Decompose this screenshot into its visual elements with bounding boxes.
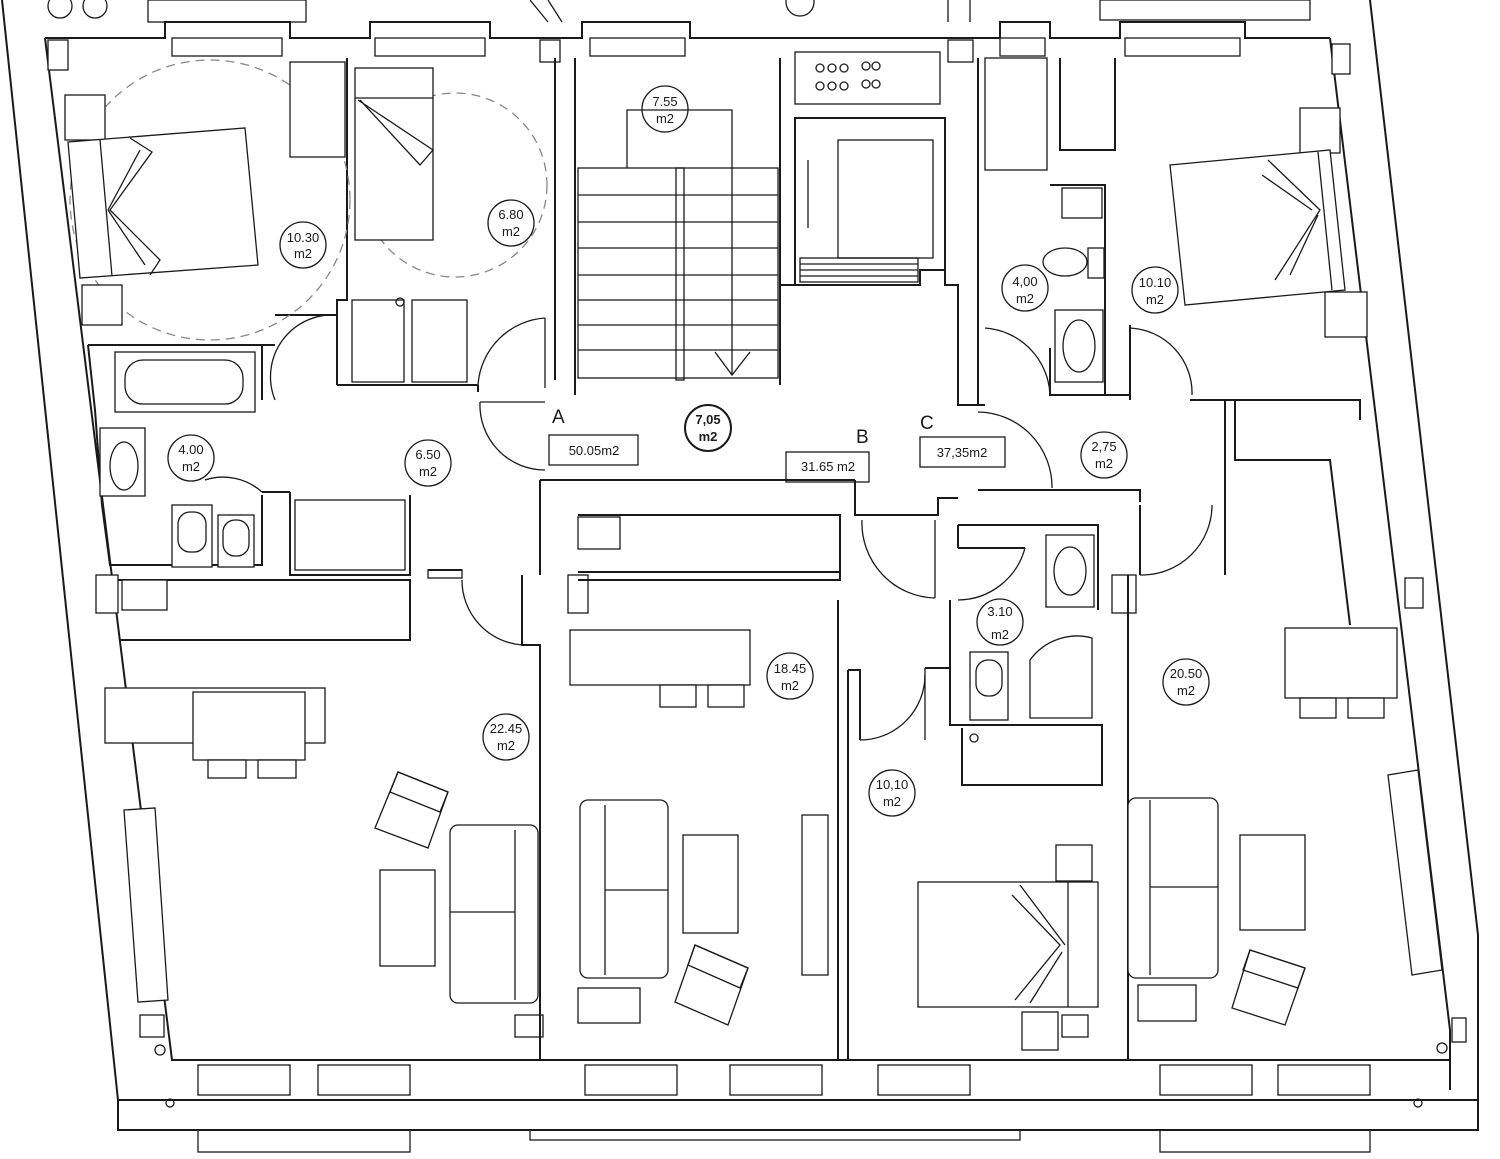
room-label: 2,75 m2 — [1080, 431, 1128, 479]
svg-text:m2: m2 — [294, 246, 312, 261]
svg-text:m2: m2 — [182, 459, 200, 474]
room-label: 4.00 m2 — [167, 434, 215, 482]
svg-text:6.80: 6.80 — [498, 207, 523, 222]
bedroom-1-furniture — [64, 59, 351, 341]
svg-text:m2: m2 — [502, 224, 520, 239]
elevator-shaft — [794, 51, 941, 283]
svg-text:7.55: 7.55 — [652, 94, 677, 109]
bedroom-2-furniture — [351, 67, 548, 383]
room-label: 10,10 m2 — [868, 769, 916, 817]
unit-c-letter: C — [920, 413, 934, 434]
svg-text:m2: m2 — [1016, 291, 1034, 306]
svg-text:m2: m2 — [1095, 456, 1113, 471]
living-b-furniture — [577, 516, 829, 1026]
svg-text:m2: m2 — [497, 738, 515, 753]
bedroom-3-furniture — [1169, 107, 1368, 338]
room-label: 7.55 m2 — [641, 85, 689, 133]
svg-text:2,75: 2,75 — [1091, 439, 1116, 454]
unit-a-letter: A — [552, 407, 565, 428]
svg-text:m2: m2 — [781, 678, 799, 693]
svg-text:3.10: 3.10 — [987, 604, 1012, 619]
svg-text:10.30: 10.30 — [287, 230, 320, 245]
room-label: 3.10 m2 — [976, 598, 1024, 646]
svg-text:6.50: 6.50 — [415, 447, 440, 462]
svg-text:m2: m2 — [699, 429, 718, 444]
room-label: 6.50 m2 — [404, 439, 452, 487]
unit-c-area: 37,35m2 — [937, 445, 988, 460]
svg-text:m2: m2 — [883, 794, 901, 809]
svg-text:m2: m2 — [991, 627, 1009, 642]
room-label: 10.10 m2 — [1131, 266, 1179, 314]
svg-text:10.10: 10.10 — [1139, 275, 1172, 290]
windows — [171, 37, 1371, 1096]
living-c-furniture — [1127, 627, 1443, 1026]
svg-text:4,00: 4,00 — [1012, 274, 1037, 289]
bathroom-a-fixtures — [99, 351, 256, 568]
svg-text:20.50: 20.50 — [1170, 666, 1203, 681]
unit-b-letter: B — [856, 427, 869, 448]
room-area-labels: 10.30 m2 6.80 m2 7.55 m2 4,00 m2 10.10 m… — [167, 85, 1210, 817]
svg-text:m2: m2 — [656, 111, 674, 126]
staircase — [577, 109, 779, 381]
room-label: 4,00 m2 — [1001, 264, 1049, 312]
room-label: 10.30 m2 — [279, 221, 327, 269]
svg-text:7,05: 7,05 — [695, 412, 720, 427]
room-label: 18.45 m2 — [766, 652, 814, 700]
columns — [47, 39, 1467, 1108]
svg-text:4.00: 4.00 — [178, 442, 203, 457]
unit-a-area: 50.05m2 — [569, 443, 620, 458]
svg-text:m2: m2 — [419, 464, 437, 479]
room-label: 20.50 m2 — [1162, 658, 1210, 706]
room-label: 6.80 m2 — [487, 199, 535, 247]
unit-labels: A 50.05m2 B 31.65 m2 C 37,35m2 — [548, 407, 1006, 483]
svg-text:m2: m2 — [1146, 292, 1164, 307]
room-label: 7,05 m2 — [684, 404, 732, 452]
svg-text:m2: m2 — [1177, 683, 1195, 698]
unit-b-area: 31.65 m2 — [801, 459, 855, 474]
bathroom-b-fixtures — [969, 534, 1095, 743]
svg-text:18.45: 18.45 — [774, 661, 807, 676]
living-a-furniture — [104, 579, 539, 1004]
svg-text:22.45: 22.45 — [490, 721, 523, 736]
bedroom-4-furniture — [917, 844, 1099, 1051]
svg-text:10,10: 10,10 — [876, 777, 909, 792]
doors — [204, 314, 1213, 741]
room-label: 22.45 m2 — [482, 713, 530, 761]
bathroom-c-fixtures — [984, 57, 1105, 383]
